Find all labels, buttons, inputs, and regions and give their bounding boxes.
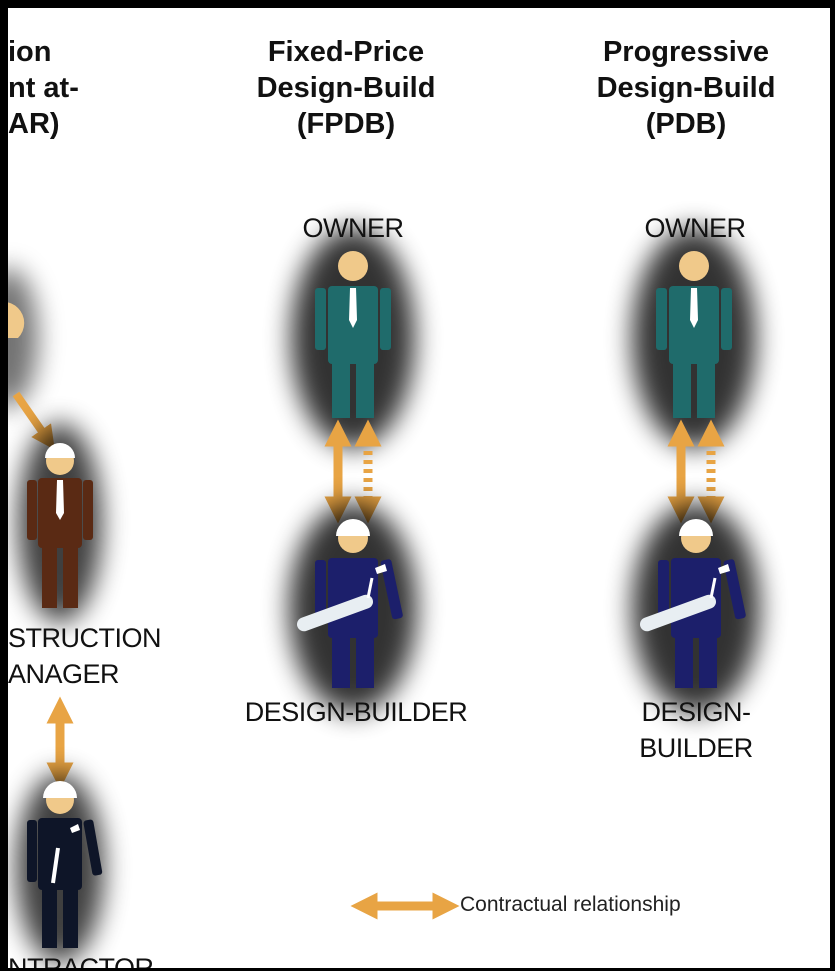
construction-manager-label: STRUCTION ANAGER xyxy=(8,620,162,692)
label-line: ANAGER xyxy=(8,659,120,689)
label-line: STRUCTION xyxy=(8,623,162,653)
fpdb-design-builder-figure xyxy=(289,503,417,713)
cmar-owner-figure-partial xyxy=(8,268,38,408)
contractor-figure xyxy=(16,773,104,963)
cmar-heading: ion nt at- AR) xyxy=(8,34,79,142)
construction-manager-figure xyxy=(18,423,102,623)
fpdb-design-builder-label: DESIGN-BUILDER xyxy=(244,697,468,727)
heading-line: Progressive xyxy=(602,36,770,68)
pdb-heading: Progressive Design-Build (PDB) xyxy=(580,34,792,142)
heading-line: Design-Build xyxy=(596,72,776,104)
fpdb-owner-label: OWNER xyxy=(302,213,405,243)
heading-line: ion xyxy=(8,36,52,68)
contractor-label: NTRACTOR xyxy=(8,953,154,968)
heading-line: Fixed-Price xyxy=(267,36,425,68)
fpdb-heading: Fixed-Price Design-Build (FPDB) xyxy=(240,34,452,142)
fpdb-owner-figure xyxy=(291,228,415,448)
label-line: BUILDER xyxy=(639,733,753,763)
heading-line: AR) xyxy=(8,108,60,140)
pdb-design-builder-label: DESIGN- BUILDER xyxy=(628,694,764,766)
heading-line: (PDB) xyxy=(645,108,727,140)
pdb-design-builder-figure xyxy=(632,503,760,713)
heading-line: nt at- xyxy=(8,72,79,104)
heading-line: Design-Build xyxy=(256,72,436,104)
legend-label: Contractual relationship xyxy=(460,893,681,916)
delivery-methods-diagram xyxy=(8,228,760,963)
diagram-frame: ion nt at- AR) Fixed-Price Design-Build … xyxy=(8,8,830,968)
pdb-owner-figure xyxy=(632,228,756,448)
heading-line: (FPDB) xyxy=(296,108,396,140)
pdb-owner-label: OWNER xyxy=(644,213,747,243)
label-line: DESIGN- xyxy=(641,697,751,727)
